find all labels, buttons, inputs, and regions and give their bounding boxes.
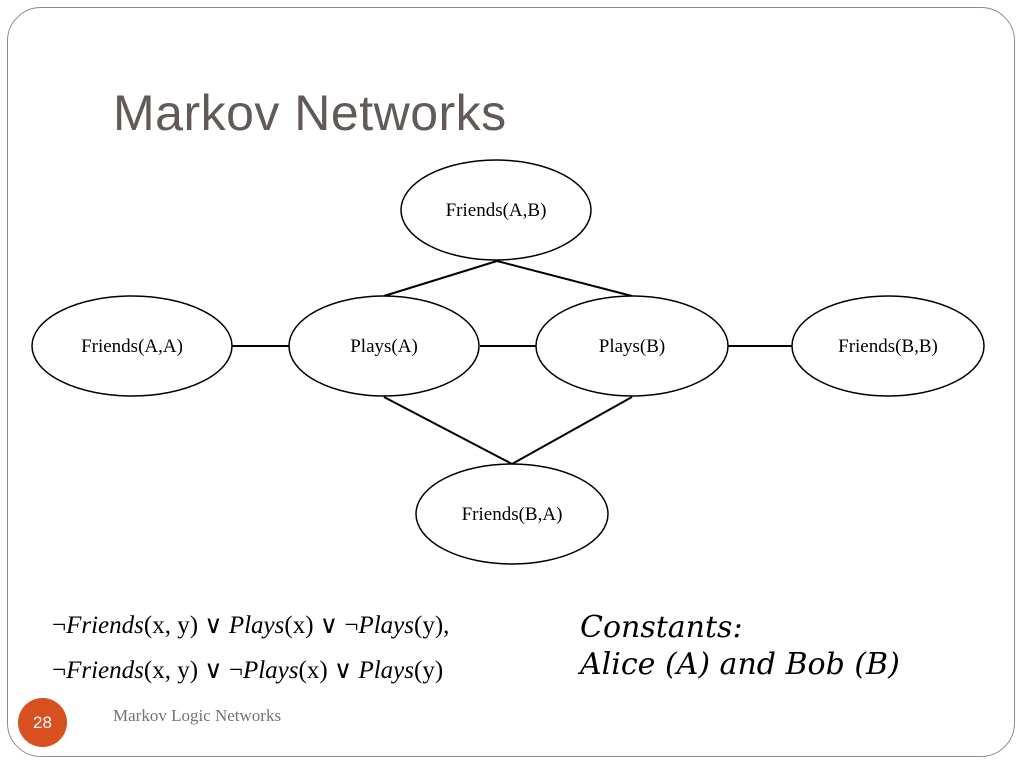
formula-line-1: ¬Friends(x, y) ∨ Plays(x) ∨ ¬Plays(y), (52, 606, 449, 651)
logic-formulas: ¬Friends(x, y) ∨ Plays(x) ∨ ¬Plays(y), ¬… (52, 606, 449, 696)
predicate-plays: Plays (358, 657, 414, 684)
node-label: Friends(B,B) (838, 336, 938, 357)
formula-line-2: ¬Friends(x, y) ∨ ¬Plays(x) ∨ Plays(y) (52, 651, 449, 696)
node-plays-a: Plays(A) (288, 295, 480, 397)
edge-plays-b-friends-ba (511, 396, 633, 465)
node-label: Friends(A,A) (81, 336, 183, 357)
formula-args: (x) ∨ ¬ (284, 612, 359, 639)
node-friends-aa: Friends(A,A) (31, 295, 233, 397)
predicate-plays: Plays (358, 612, 414, 639)
negation-symbol: ¬ (52, 612, 67, 639)
edge-friends-ab-plays-b (496, 260, 633, 297)
node-label: Friends(B,A) (462, 504, 563, 525)
page-number-badge: 28 (18, 698, 67, 747)
predicate-plays: Plays (242, 657, 299, 684)
node-label: Plays(B) (599, 336, 666, 357)
edge-plays-a-friends-ba (383, 396, 513, 465)
node-plays-b: Plays(B) (535, 295, 729, 397)
predicate-friends: Friends (66, 657, 144, 684)
formula-args: (x, y) ∨ (143, 612, 229, 639)
node-friends-ab: Friends(A,B) (400, 159, 592, 261)
constants-heading: Constants: (580, 610, 743, 645)
predicate-plays: Plays (228, 612, 285, 639)
formula-args: (x) ∨ (298, 657, 359, 684)
formula-args: (y) (414, 657, 444, 684)
footer-text: Markov Logic Networks (113, 706, 282, 725)
negation-symbol: ¬ (52, 657, 67, 684)
formula-args: (y), (414, 612, 450, 639)
formula-args: (x, y) ∨ ¬ (143, 657, 243, 684)
node-label: Plays(A) (350, 336, 418, 357)
constants-box: Constants: Alice (A) and Bob (B) (580, 609, 900, 683)
node-friends-ba: Friends(B,A) (415, 463, 609, 565)
edge-friends-ab-plays-a (383, 260, 498, 297)
predicate-friends: Friends (66, 612, 144, 639)
node-friends-bb: Friends(B,B) (791, 295, 985, 397)
constants-text: Alice (A) and Bob (B) (580, 647, 900, 682)
node-label: Friends(A,B) (446, 200, 547, 221)
slide-title: Markov Networks (113, 85, 507, 141)
